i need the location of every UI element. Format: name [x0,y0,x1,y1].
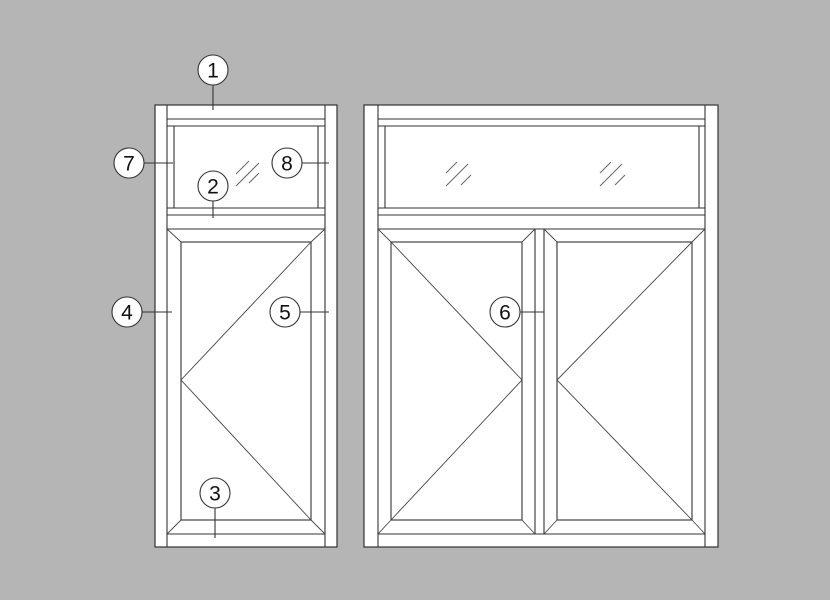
sash-bevels [166,228,326,535]
callout-label: 5 [279,302,291,325]
glass-hatch-icon [235,160,260,187]
callout-5: 5 [269,296,329,328]
callout-4: 4 [111,296,172,328]
left-window [154,104,338,548]
callout-label: 2 [207,176,219,199]
callout-label: 8 [281,153,293,176]
callout-2: 2 [197,170,229,218]
callout-label: 1 [207,60,219,83]
callout-label: 4 [121,302,133,325]
callout-1: 1 [197,54,229,110]
sash-glass [180,241,312,521]
glass-hatch-icon [599,161,626,187]
callout-6: 6 [489,296,544,328]
left-sash-opening-lines [390,241,523,521]
right-window [363,104,719,548]
right-sash-glass [556,241,693,521]
glass-hatch-icon [445,161,472,187]
right-sash-opening-lines [556,241,693,521]
callout-label: 6 [499,302,511,325]
left-sash-glass [390,241,523,521]
opening-direction-lines [180,241,312,521]
callout-8: 8 [271,147,329,179]
sash-bevels [377,228,706,535]
callout-3: 3 [199,477,231,538]
right-window-outer-frame [363,104,719,548]
callout-label: 3 [209,483,221,506]
left-window-outer-frame [154,104,338,548]
callout-label: 7 [123,153,135,176]
callout-7: 7 [113,147,173,179]
